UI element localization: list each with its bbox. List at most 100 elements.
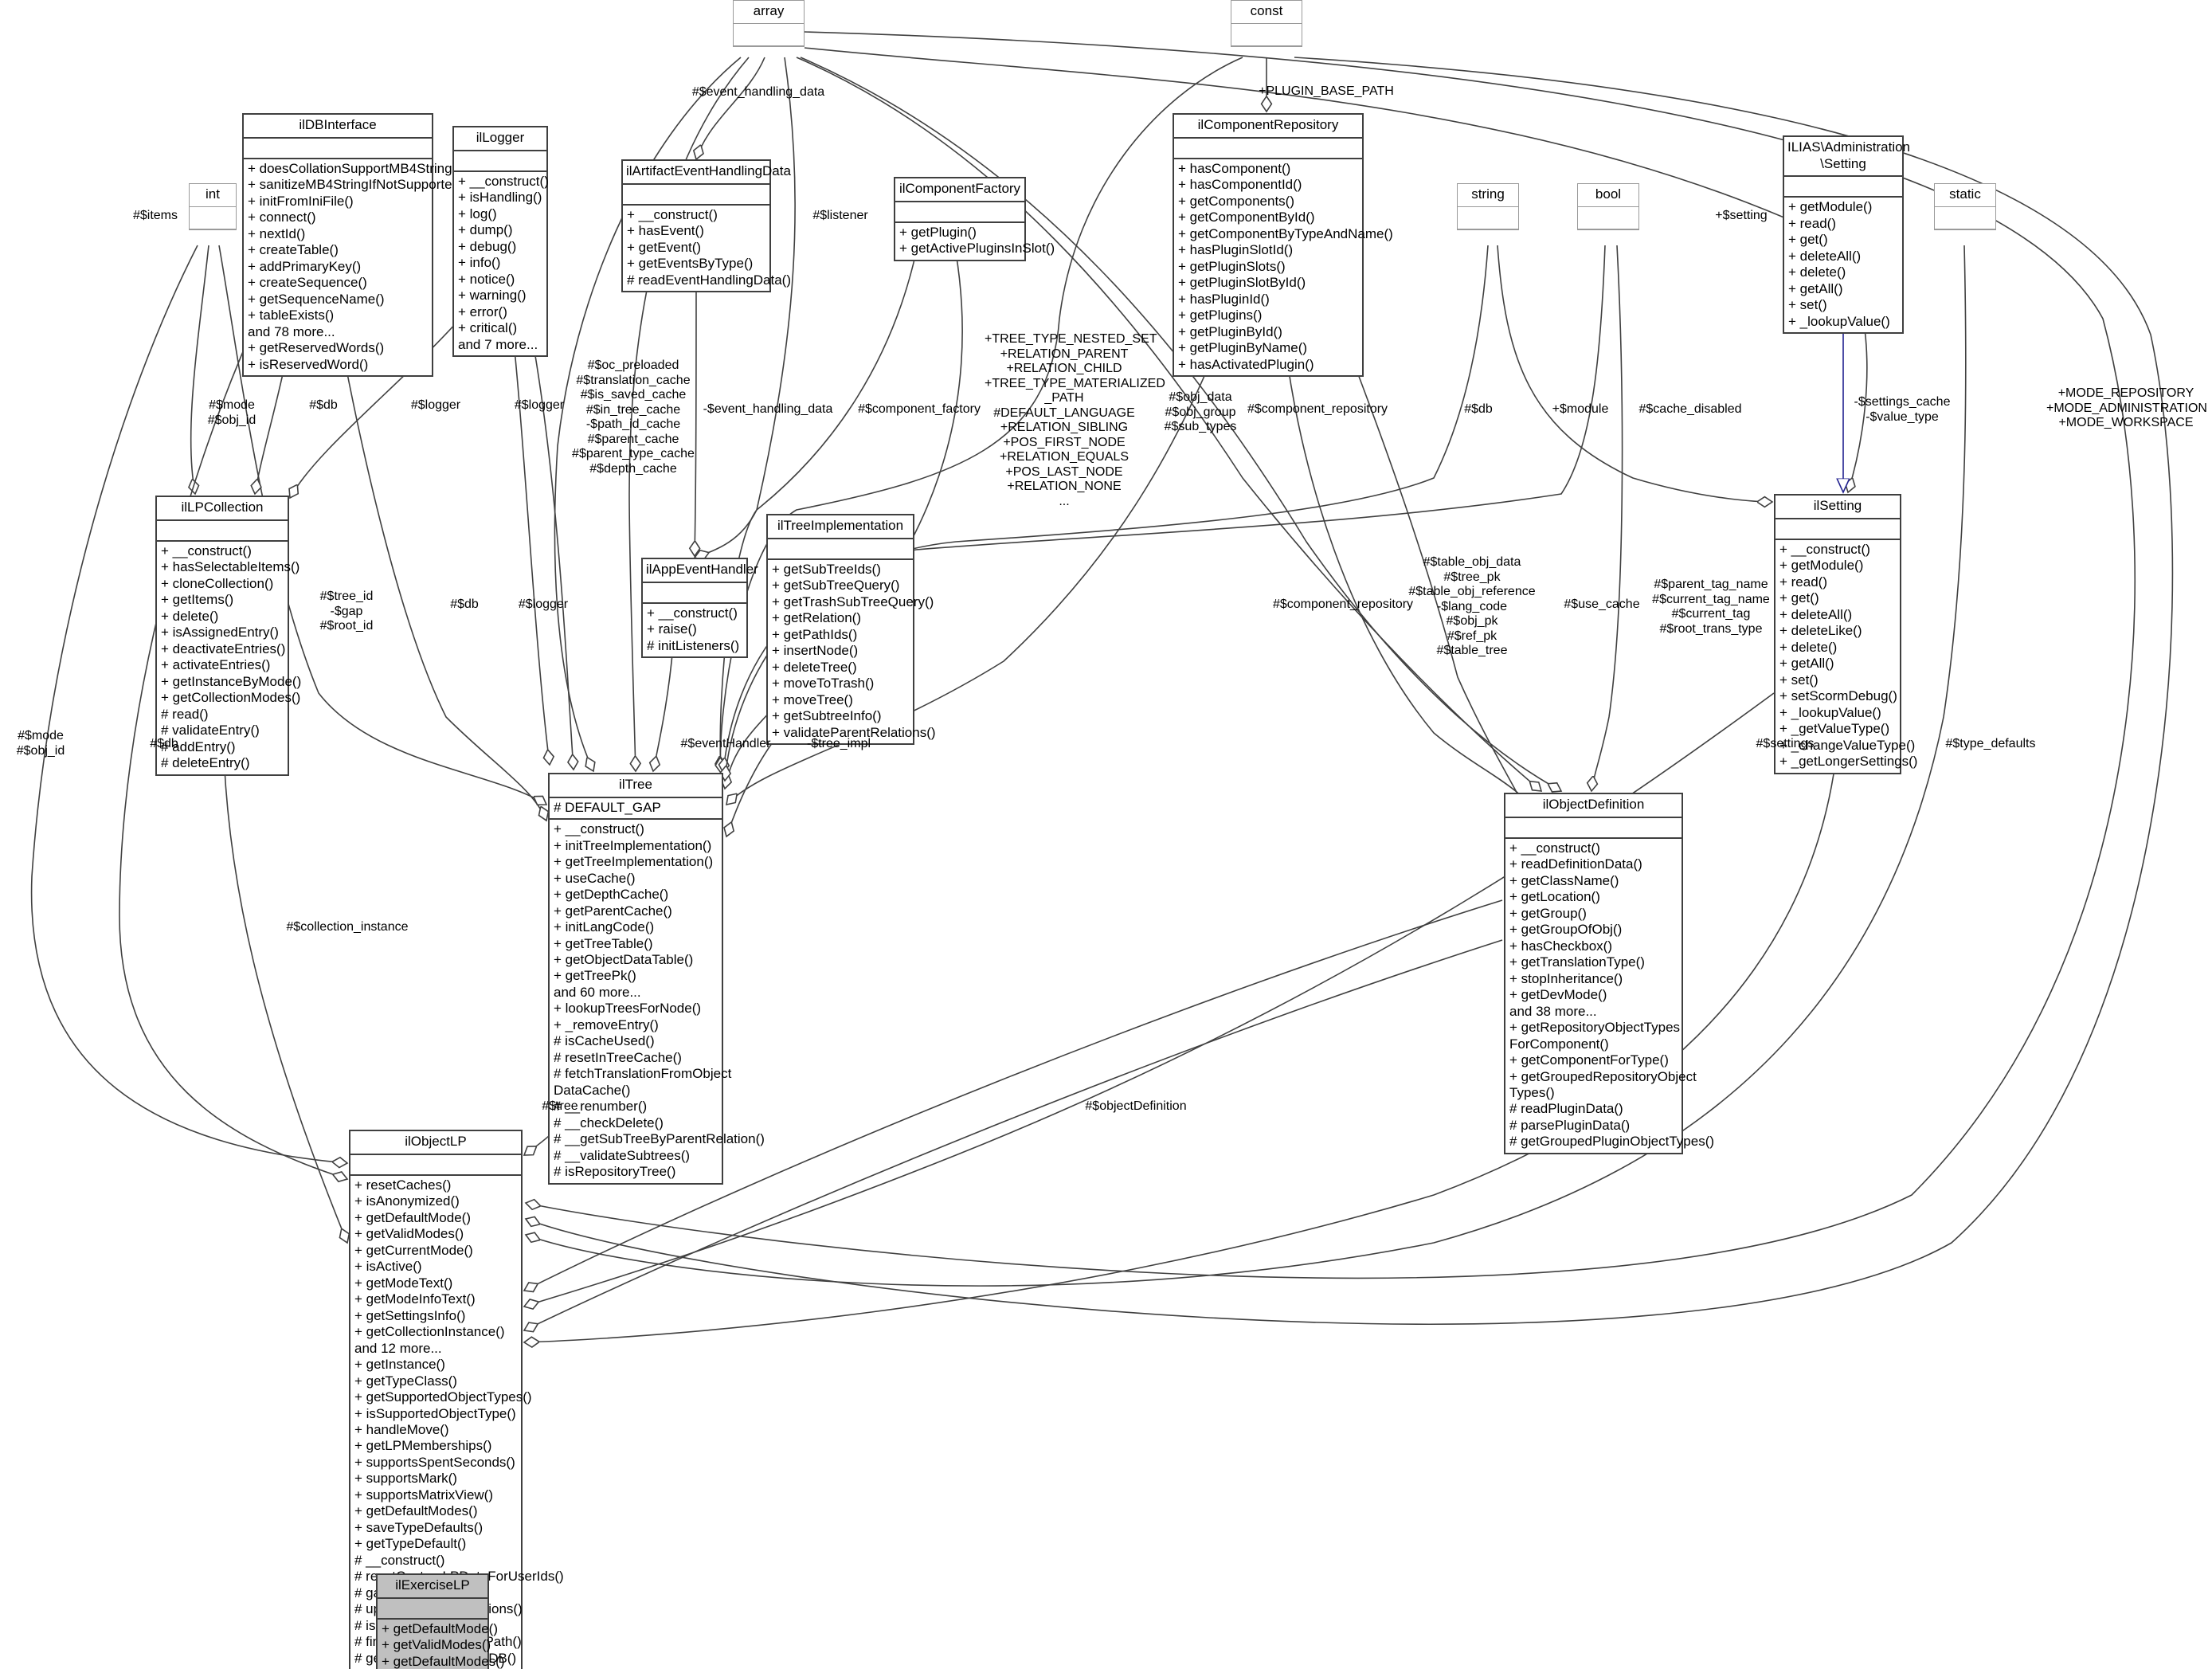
edge-label-event-handling-data-top: #$event_handling_data bbox=[691, 85, 825, 99]
class-operations: + getSubTreeIds()+ getSubTreeQuery()+ ge… bbox=[768, 560, 936, 743]
uml-class-const[interactable]: const bbox=[1231, 0, 1302, 47]
class-operation: + getPlugin() bbox=[899, 224, 977, 240]
edge-label-settings: #$settings bbox=[1756, 737, 1815, 750]
class-operation: + hasComponentId() bbox=[1178, 177, 1302, 193]
uml-class-ilLPCollection[interactable]: ilLPCollection+ __construct()+ hasSelect… bbox=[155, 496, 301, 776]
edge-label-type-defaults: #$type_defaults bbox=[1945, 737, 2036, 750]
class-operation: # getGroupedPluginObjectTypes() bbox=[1509, 1134, 1715, 1150]
class-operation: + sanitizeMB4StringIfNotSupported() bbox=[248, 177, 469, 193]
class-attributes bbox=[1775, 519, 1900, 540]
class-operation: + warning() bbox=[458, 288, 527, 304]
class-operation: + error() bbox=[458, 304, 507, 319]
edge-label-object-definition: #$objectDefinition bbox=[1085, 1099, 1187, 1113]
uml-class-int[interactable]: int bbox=[189, 183, 237, 230]
class-title: bool bbox=[1578, 184, 1638, 207]
class-operation: + getItems() bbox=[161, 592, 234, 608]
class-operation: + getComponentById() bbox=[1178, 210, 1315, 225]
class-operation: + getComponentByTypeAndName() bbox=[1178, 225, 1393, 241]
uml-class-ilLogger[interactable]: ilLogger+ __construct()+ isHandling()+ l… bbox=[452, 126, 549, 358]
uml-class-ilTree[interactable]: ilTree# DEFAULT_GAP+ __construct()+ init… bbox=[548, 773, 765, 1185]
class-operations: + __construct()+ initTreeImplementation(… bbox=[550, 820, 765, 1183]
class-operation: + createTable() bbox=[248, 242, 339, 258]
edge-label-event-handler: #$eventHandler bbox=[680, 737, 771, 750]
class-operation: + __construct() bbox=[161, 543, 252, 558]
class-attributes bbox=[734, 24, 804, 46]
class-operation: + deleteLike() bbox=[1779, 623, 1862, 639]
class-operation: + getModeText() bbox=[354, 1275, 453, 1291]
uml-class-ilComponentRepository[interactable]: ilComponentRepository+ hasComponent()+ h… bbox=[1173, 113, 1393, 378]
class-operation: and 12 more... bbox=[354, 1340, 442, 1356]
class-attributes bbox=[378, 1599, 487, 1620]
class-operation: + isReservedWord() bbox=[248, 356, 369, 372]
class-attributes bbox=[350, 1155, 521, 1176]
class-operation: + getPluginByName() bbox=[1178, 340, 1308, 356]
edge-label-module: +$module bbox=[1552, 402, 1609, 416]
class-operation: + deleteAll() bbox=[1779, 606, 1853, 622]
uml-class-ilSetting[interactable]: ilSetting+ __construct()+ getModule()+ r… bbox=[1774, 494, 1917, 774]
class-operation: # fetchTranslationFromObject bbox=[554, 1066, 732, 1082]
class-attributes bbox=[157, 521, 288, 542]
uml-class-ilTreeImplementation[interactable]: ilTreeImplementation + getSubTreeIds()+ g… bbox=[766, 514, 936, 746]
class-operation: + getGroupedRepositoryObject bbox=[1509, 1068, 1697, 1084]
class-operation: + _removeEntry() bbox=[554, 1017, 659, 1032]
edge-label-component-repository-2: #$component_repository bbox=[1272, 597, 1414, 611]
class-operation: + initTreeImplementation() bbox=[554, 837, 712, 853]
class-operation: + getTypeClass() bbox=[354, 1373, 457, 1389]
class-title: ilDBInterface bbox=[244, 115, 432, 139]
class-title: ilComponentRepository bbox=[1174, 115, 1362, 139]
edge-label-obj-data: #$obj_data #$obj_group #$sub_types bbox=[1164, 390, 1237, 434]
uml-class-ilAppEventHandler[interactable]: ilAppEventHandler+ __construct()+ raise(… bbox=[641, 558, 758, 659]
class-operation: + set() bbox=[1788, 297, 1827, 313]
class-operation: + moveTree() bbox=[772, 691, 853, 707]
uml-class-ilObjectDefinition[interactable]: ilObjectDefinition+ __construct()+ readD… bbox=[1504, 793, 1715, 1154]
class-attributes bbox=[190, 207, 236, 229]
uml-class-array[interactable]: array bbox=[733, 0, 805, 47]
class-title: ilSetting bbox=[1775, 496, 1900, 519]
class-attributes bbox=[643, 583, 746, 604]
class-operation: # __construct() bbox=[354, 1552, 445, 1568]
class-attributes bbox=[1935, 207, 1995, 229]
class-operation: + getSupportedObjectTypes() bbox=[354, 1389, 532, 1405]
class-operation: + nextId() bbox=[248, 225, 306, 241]
edge-label-mode-repository: +MODE_REPOSITORY +MODE_ADMINISTRATION +M… bbox=[2046, 386, 2207, 430]
edge-label-db-2: #$db bbox=[1464, 402, 1493, 416]
class-operation: + __construct() bbox=[627, 206, 718, 222]
edge-label-items: #$items bbox=[132, 209, 178, 222]
uml-class-ilComponentFactory[interactable]: ilComponentFactory+ getPlugin()+ getActi… bbox=[894, 177, 1055, 261]
edge-label-event-handling-data-2: -$event_handling_data bbox=[703, 402, 833, 416]
class-operation: + getTreePk() bbox=[554, 968, 636, 984]
class-operation: + set() bbox=[1779, 672, 1819, 688]
class-operation: + debug() bbox=[458, 238, 517, 254]
class-operation: + stopInheritance() bbox=[1509, 970, 1623, 986]
uml-class-ilArtifactEventHandlingData[interactable]: ilArtifactEventHandlingData+ __construct… bbox=[621, 159, 791, 293]
uml-class-static[interactable]: static bbox=[1934, 183, 1996, 230]
class-operation: + lookupTreesForNode() bbox=[554, 1001, 702, 1017]
class-operation: + hasCheckbox() bbox=[1509, 938, 1612, 954]
class-attributes bbox=[454, 151, 546, 172]
class-operation: + supportsMatrixView() bbox=[354, 1487, 493, 1502]
class-operation: + getCurrentMode() bbox=[354, 1242, 473, 1258]
uml-class-ilExerciseLP[interactable]: ilExerciseLP+ getDefaultMode()+ getValid… bbox=[376, 1573, 505, 1669]
class-operation: + getEvent() bbox=[627, 239, 702, 255]
class-operation: + getValidModes() bbox=[382, 1637, 491, 1653]
class-title: ilAppEventHandler bbox=[643, 559, 758, 583]
class-operation: + getSubTreeQuery() bbox=[772, 578, 900, 594]
class-operation: + supportsMark() bbox=[354, 1471, 457, 1487]
class-operation: + isAnonymized() bbox=[354, 1193, 460, 1209]
class-operation: and 38 more... bbox=[1509, 1003, 1597, 1019]
edge-label-table-obj-data: #$table_obj_data #$tree_pk #$table_obj_r… bbox=[1408, 555, 1536, 658]
uml-class-ilDBInterface[interactable]: ilDBInterface+ doesCollationSupportMB4St… bbox=[242, 113, 469, 378]
class-operation: and 7 more... bbox=[458, 336, 538, 352]
class-operation: + getInstance() bbox=[354, 1357, 445, 1373]
class-operation: + getDevMode() bbox=[1509, 987, 1607, 1003]
edge-label-parent-tag-name: #$parent_tag_name #$current_tag_name #$c… bbox=[1652, 578, 1770, 636]
class-title: ilTreeImplementation bbox=[768, 515, 913, 539]
class-operation: + _lookupValue() bbox=[1788, 313, 1890, 329]
uml-class-bool[interactable]: bool bbox=[1577, 183, 1639, 230]
class-operation: + delete() bbox=[1779, 639, 1838, 655]
class-operation: + saveTypeDefaults() bbox=[354, 1519, 484, 1535]
uml-class-ILIASAdministrationSetting[interactable]: ILIAS\Administration \Setting+ getModule… bbox=[1783, 135, 1910, 335]
uml-class-string[interactable]: string bbox=[1457, 183, 1519, 230]
class-operation: + hasActivatedPlugin() bbox=[1178, 356, 1314, 372]
